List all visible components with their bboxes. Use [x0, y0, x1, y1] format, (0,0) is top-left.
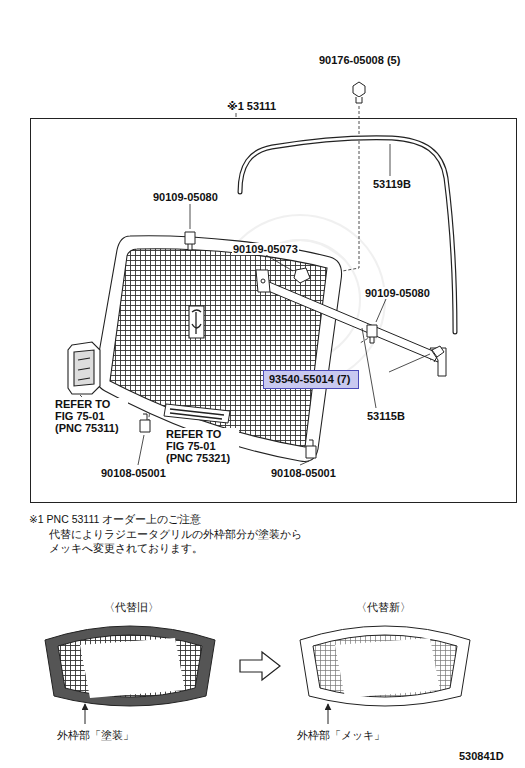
clips — [140, 232, 377, 458]
frame-pointers — [85, 704, 328, 724]
assembly-dashes — [102, 106, 436, 446]
order-note: 代替によりラジエータグリルの外枠部分が塗装から メッキへ変更されております。 — [48, 527, 312, 555]
top-bolt-stroke — [353, 82, 365, 97]
part-number: 90108-05001 — [100, 467, 167, 479]
emblem-75311-stroke — [68, 342, 100, 394]
grille-stroke — [110, 249, 327, 447]
part-number: 90176-05008 (5) — [318, 54, 401, 66]
leader-lines — [80, 107, 430, 465]
part-number: 90109-05080 — [152, 191, 219, 203]
emblem-75311-stroke — [78, 358, 90, 380]
change-arrow — [240, 652, 280, 680]
ornament-75321 — [164, 404, 230, 423]
leader-lines-stroke — [190, 204, 191, 229]
reference-note: REFER TO FIG 75-01 (PNC 75311) — [54, 398, 128, 434]
grille-bracket-53115B — [256, 270, 446, 376]
figure-label: 外枠部「メッキ」 — [296, 728, 386, 742]
part-code: 53119B — [372, 178, 412, 190]
old-grille-figure — [45, 626, 215, 706]
reference-note: REFER TO FIG 75-01 (PNC 75321) — [165, 428, 239, 464]
assembly-frame: ※1 5311193540-55014 (7) — [30, 118, 517, 503]
part-number: 90108-05001 — [270, 467, 337, 479]
grille-bracket-53115B-stroke — [256, 270, 270, 292]
clips-stroke — [367, 325, 377, 343]
grille-bracket-53115B-stroke — [261, 279, 440, 362]
grille-bracket-53115B-stroke — [261, 279, 265, 283]
leader-lines-stroke — [390, 144, 391, 176]
old-grille-figure-stroke — [80, 638, 185, 698]
part-number: 90109-05080 — [364, 287, 431, 299]
frame-pointers-stroke — [85, 704, 86, 724]
emblem-75311 — [68, 342, 100, 394]
grille-stroke — [192, 310, 201, 334]
old-grille-figure-stroke — [58, 635, 202, 697]
new-grille-figure-stroke — [300, 626, 470, 706]
leader-lines-stroke — [80, 395, 82, 397]
top-bolt-stroke — [356, 97, 362, 103]
figure-caption: 〈代替旧〉 — [103, 600, 160, 614]
screw-93540 — [432, 346, 444, 362]
assembly-number: ※1 53111 — [225, 100, 278, 113]
order-note: ※1 PNC 53111 オーダー上のご注意 — [28, 512, 202, 526]
part-code: 53115B — [366, 410, 406, 422]
old-grille-figure-stroke — [45, 626, 215, 706]
leader-lines-stroke — [138, 435, 144, 465]
clips-stroke — [306, 440, 316, 458]
leader-lines-stroke — [266, 255, 293, 271]
ornament-75321-stroke — [164, 404, 230, 423]
figure-label: 外枠部「塗装」 — [56, 728, 135, 742]
clips-stroke — [140, 414, 150, 432]
clips-stroke — [294, 268, 310, 283]
part-number-highlight: 93540-55014 (7) — [263, 370, 359, 389]
emblem-75311-stroke — [74, 350, 94, 386]
frame-pointers-stroke — [328, 704, 329, 724]
leader-lines-stroke — [389, 354, 430, 372]
drawing-number: 530841D — [458, 750, 505, 762]
top-bolt — [353, 82, 365, 103]
ornament-75321-stroke — [170, 409, 224, 419]
new-grille-figure-stroke — [313, 635, 457, 697]
new-grille-figure — [300, 626, 470, 706]
part-number: 93540-55014 (7) — [264, 371, 358, 388]
clips-stroke — [185, 232, 195, 250]
change-arrow-stroke — [240, 652, 280, 680]
leader-lines-stroke — [300, 461, 309, 465]
screw-93540-stroke — [432, 346, 444, 362]
new-grille-figure-stroke — [335, 638, 440, 698]
assembly-dashes-stroke — [359, 106, 360, 268]
part-number: 90109-05073 — [232, 243, 299, 255]
figure-caption: 〈代替新〉 — [355, 600, 412, 614]
leader-lines-stroke — [376, 299, 386, 322]
grille-stroke — [189, 306, 204, 338]
leader-lines-stroke — [362, 328, 376, 408]
